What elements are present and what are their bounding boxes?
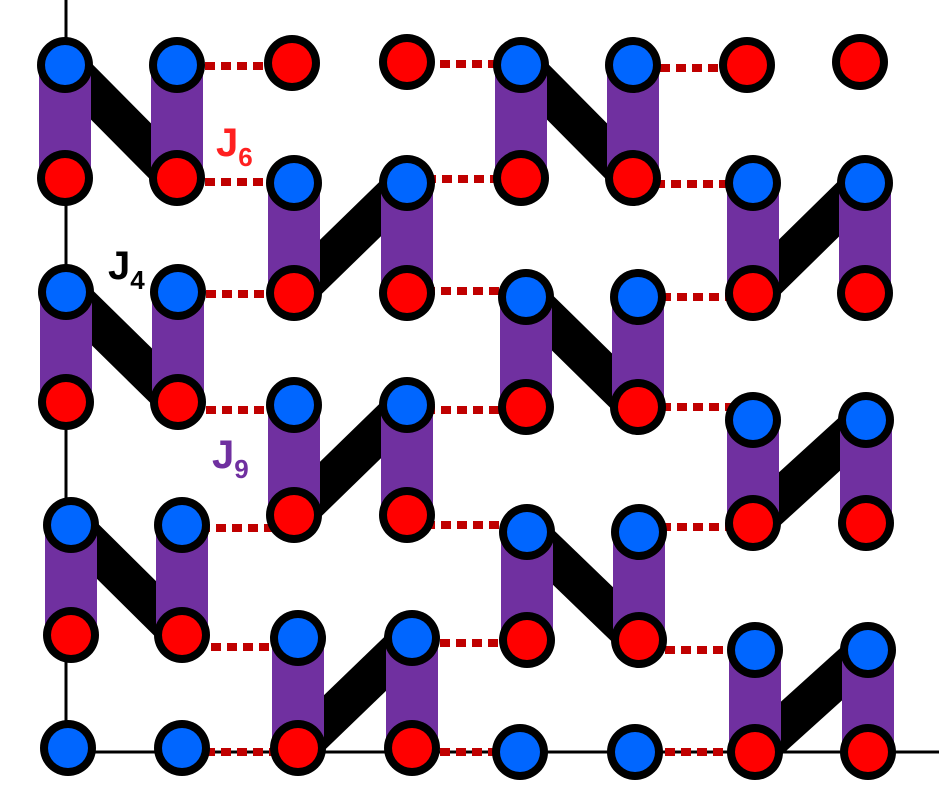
spin-down-atom [613, 158, 653, 198]
spin-up-atom [845, 163, 885, 203]
spin-up-atom [51, 505, 91, 545]
spin-up-atom [735, 630, 775, 670]
spin-down-atom [733, 273, 773, 313]
spin-down-atom [274, 495, 314, 535]
spin-up-atom [162, 728, 202, 768]
spin-up-atom [158, 272, 198, 312]
spin-down-atom [162, 615, 202, 655]
coupling-labels: J6 J4 J9 [108, 121, 253, 484]
spin-up-atom [157, 45, 197, 85]
spin-down-atom [840, 42, 880, 82]
spin-up-atom [618, 277, 658, 317]
spin-down-atom [506, 387, 546, 427]
spin-up-atom [615, 732, 655, 772]
spin-down-atom [618, 387, 658, 427]
spin-up-atom [506, 277, 546, 317]
spin-down-atom [507, 620, 547, 660]
spin-down-atom [387, 495, 427, 535]
spin-up-atom [507, 512, 547, 552]
spin-down-atom [274, 273, 314, 313]
j4-label-main: J [108, 244, 130, 288]
j6-label-main: J [216, 121, 238, 165]
spin-up-atom [278, 618, 318, 658]
spin-down-atom [727, 45, 767, 85]
spin-up-atom [733, 400, 773, 440]
spin-down-atom [45, 158, 85, 198]
spin-up-atom [387, 163, 427, 203]
spin-down-atom [158, 382, 198, 422]
spin-up-atom [274, 163, 314, 203]
spin-up-atom [162, 505, 202, 545]
spin-down-atom [387, 273, 427, 313]
spin-up-atom [619, 512, 659, 552]
spin-down-atom [845, 273, 885, 313]
spin-up-atom [733, 163, 773, 203]
spin-up-atom [45, 45, 85, 85]
j4-label-sub: 4 [130, 265, 145, 295]
spin-up-atom [274, 385, 314, 425]
spin-down-atom [46, 382, 86, 422]
spin-down-atom [51, 615, 91, 655]
spin-up-atom [392, 618, 432, 658]
atoms [37, 34, 896, 780]
spin-up-atom [613, 45, 653, 85]
spin-down-atom [733, 503, 773, 543]
spin-down-atom [619, 620, 659, 660]
spin-down-atom [846, 503, 886, 543]
spin-down-atom [501, 158, 541, 198]
j9-label-main: J [212, 433, 234, 477]
spin-down-atom [387, 42, 427, 82]
j9-label-sub: 9 [234, 454, 248, 484]
spin-up-atom [46, 272, 86, 312]
spin-down-atom [157, 158, 197, 198]
spin-down-atom [848, 732, 888, 772]
spin-up-atom [848, 630, 888, 670]
spin-down-atom [735, 732, 775, 772]
j6-label-sub: 6 [238, 142, 252, 172]
j9-label: J9 [212, 433, 249, 484]
spin-down-atom [278, 728, 318, 768]
spin-up-atom [846, 400, 886, 440]
spin-up-atom [387, 385, 427, 425]
spin-up-atom [500, 732, 540, 772]
spin-down-atom [392, 728, 432, 768]
spin-up-atom [48, 728, 88, 768]
j4-label: J4 [108, 244, 145, 295]
j6-label: J6 [216, 121, 253, 172]
spin-down-atom [272, 43, 312, 83]
spin-up-atom [501, 45, 541, 85]
